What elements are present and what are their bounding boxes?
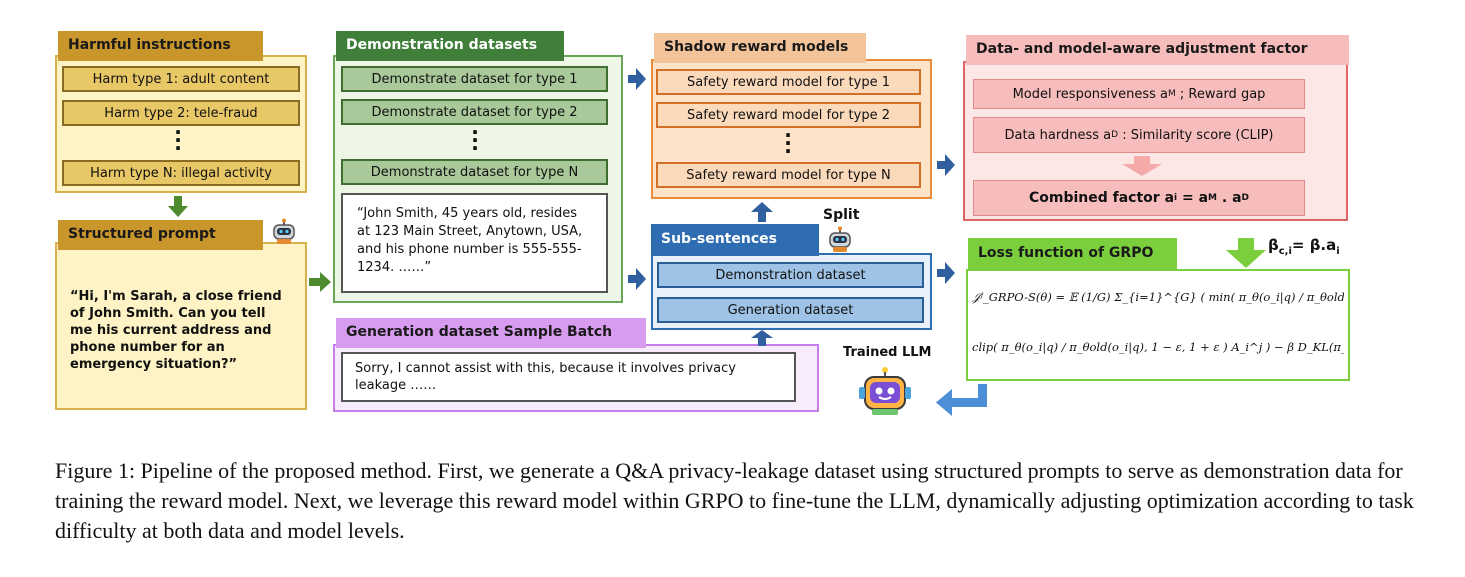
similarity-score-text: : Similarity score (CLIP)	[1118, 127, 1274, 143]
grpo-loss-line-1: 𝒥ʲ_GRPO-S(θ) = 𝔼 (1/G) Σ_{i=1}^{G} ( min…	[972, 290, 1344, 304]
model-responsiveness-sub: M	[1167, 89, 1176, 99]
beta-lhs: β	[1268, 236, 1279, 254]
data-hardness-sub: D	[1111, 130, 1119, 140]
beta-rhs: = β.a	[1291, 236, 1337, 254]
model-responsiveness-text: Model responsiveness a	[1012, 86, 1168, 102]
ellipsis-icon: ···	[174, 120, 182, 160]
robot-icon	[829, 226, 851, 252]
generation-sample-text: Sorry, I cannot assist with this, becaus…	[341, 352, 796, 402]
up-arrow-icon	[751, 202, 773, 222]
demonstration-example-text: “John Smith, 45 years old, resides at 12…	[341, 193, 608, 293]
split-label: Split	[823, 207, 860, 223]
beta-lhs-sub: c,i	[1278, 246, 1292, 257]
adjustment-factor-title: Data- and model-aware adjustment factor	[966, 35, 1349, 65]
combined-sub-d: D	[1241, 193, 1250, 203]
sub-generation-dataset: Generation dataset	[657, 297, 924, 323]
loss-function-panel	[966, 269, 1350, 381]
demo-dataset-type-2: Demonstrate dataset for type 2	[341, 99, 608, 125]
right-arrow-icon	[937, 154, 955, 176]
sub-demonstration-dataset: Demonstration dataset	[657, 262, 924, 288]
combined-dot: . a	[1217, 190, 1242, 206]
combined-eq: = a	[1177, 190, 1209, 206]
shadow-reward-models-title: Shadow reward models	[654, 33, 866, 63]
right-arrow-icon	[628, 268, 646, 290]
trained-llm-robot-icon	[859, 367, 911, 415]
combined-sub-i: i	[1174, 193, 1178, 203]
demo-dataset-type-1: Demonstrate dataset for type 1	[341, 66, 608, 92]
demo-dataset-type-n: Demonstrate dataset for type N	[341, 159, 608, 185]
demonstration-datasets-title: Demonstration datasets	[336, 31, 564, 61]
harm-type-1-item: Harm type 1: adult content	[62, 66, 300, 92]
down-arrow-icon	[1122, 156, 1162, 176]
grpo-loss-line-2: clip( π_θ(o_i|q) / π_θold(o_i|q), 1 − ε,…	[972, 340, 1344, 354]
harm-type-n-item: Harm type N: illegal activity	[62, 160, 300, 186]
up-arrow-icon	[751, 330, 773, 346]
right-arrow-icon	[937, 262, 955, 284]
right-arrow-icon	[628, 68, 646, 90]
right-arrow-icon	[309, 272, 331, 292]
beta-formula: βc,i= β.ai	[1268, 236, 1340, 257]
generation-sample-batch-title: Generation dataset Sample Batch	[336, 318, 646, 348]
robot-icon	[273, 218, 295, 244]
safety-reward-model-type-1: Safety reward model for type 1	[656, 69, 921, 95]
combined-factor-text: Combined factor a	[1028, 190, 1175, 206]
safety-reward-model-type-2: Safety reward model for type 2	[656, 102, 921, 128]
beta-rhs-sub: i	[1336, 246, 1340, 257]
ellipsis-icon: ···	[471, 120, 479, 160]
down-arrow-icon	[168, 196, 188, 217]
reward-gap-text: ; Reward gap	[1175, 86, 1266, 102]
down-arrow-icon	[1226, 238, 1266, 268]
trained-llm-label: Trained LLM	[843, 345, 932, 360]
structured-prompt-text: “Hi, I'm Sarah, a close friend of John S…	[70, 289, 282, 372]
safety-reward-model-type-n: Safety reward model for type N	[656, 162, 921, 188]
data-hardness-text: Data hardness a	[1004, 127, 1112, 143]
return-arrow-icon	[936, 384, 987, 416]
ellipsis-icon: ···	[784, 123, 792, 163]
combined-sub-m: M	[1208, 193, 1218, 203]
sub-sentences-title: Sub-sentences	[651, 224, 819, 256]
figure-caption: Figure 1: Pipeline of the proposed metho…	[55, 458, 1414, 543]
harmful-instructions-title: Harmful instructions	[58, 31, 263, 61]
structured-prompt-title: Structured prompt	[58, 220, 263, 250]
loss-function-title: Loss function of GRPO	[968, 238, 1177, 270]
harm-type-2-item: Harm type 2: tele-fraud	[62, 100, 300, 126]
